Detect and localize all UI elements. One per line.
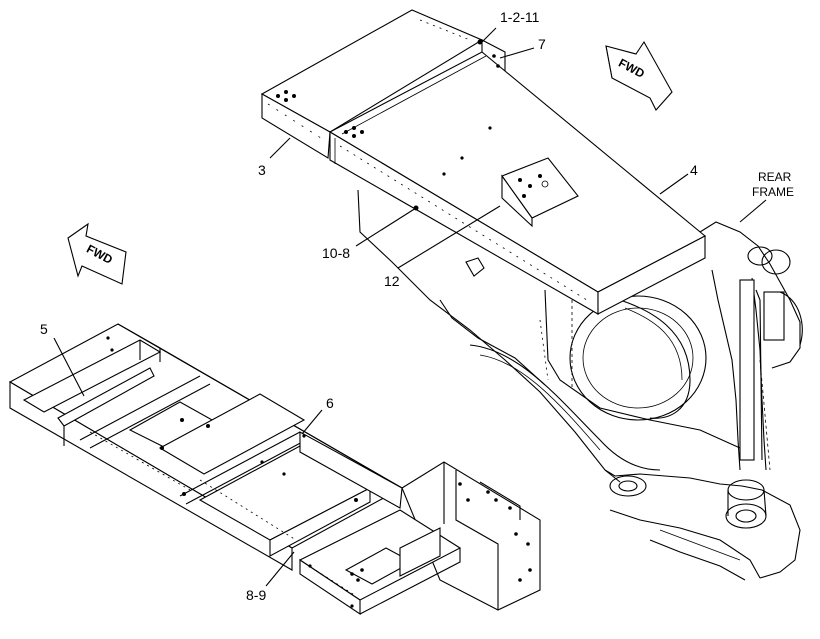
upper-cover-assembly bbox=[260, 9, 706, 315]
rear-frame-drawing bbox=[357, 189, 803, 581]
callout-12: 12 bbox=[384, 273, 400, 289]
rear-frame-label-line2: FRAME bbox=[752, 185, 794, 199]
rear-frame-label-line1: REAR bbox=[758, 170, 792, 184]
lower-tray-assembly bbox=[8, 323, 404, 571]
callout-10-8: 10-8 bbox=[322, 245, 350, 261]
fwd-arrow-lower: FWD bbox=[67, 222, 127, 285]
callout-4: 4 bbox=[690, 162, 698, 178]
callout-8-9: 8-9 bbox=[246, 587, 266, 603]
callout-6: 6 bbox=[326, 395, 334, 411]
callout-5: 5 bbox=[40, 321, 48, 337]
callout-3: 3 bbox=[258, 162, 266, 178]
fwd-arrow-upper: FWD bbox=[605, 40, 673, 111]
callout-1-2-11: 1-2-11 bbox=[500, 9, 540, 25]
lower-bracket-drawing bbox=[298, 461, 541, 616]
leader-lines bbox=[53, 27, 689, 587]
callout-7: 7 bbox=[538, 36, 546, 52]
